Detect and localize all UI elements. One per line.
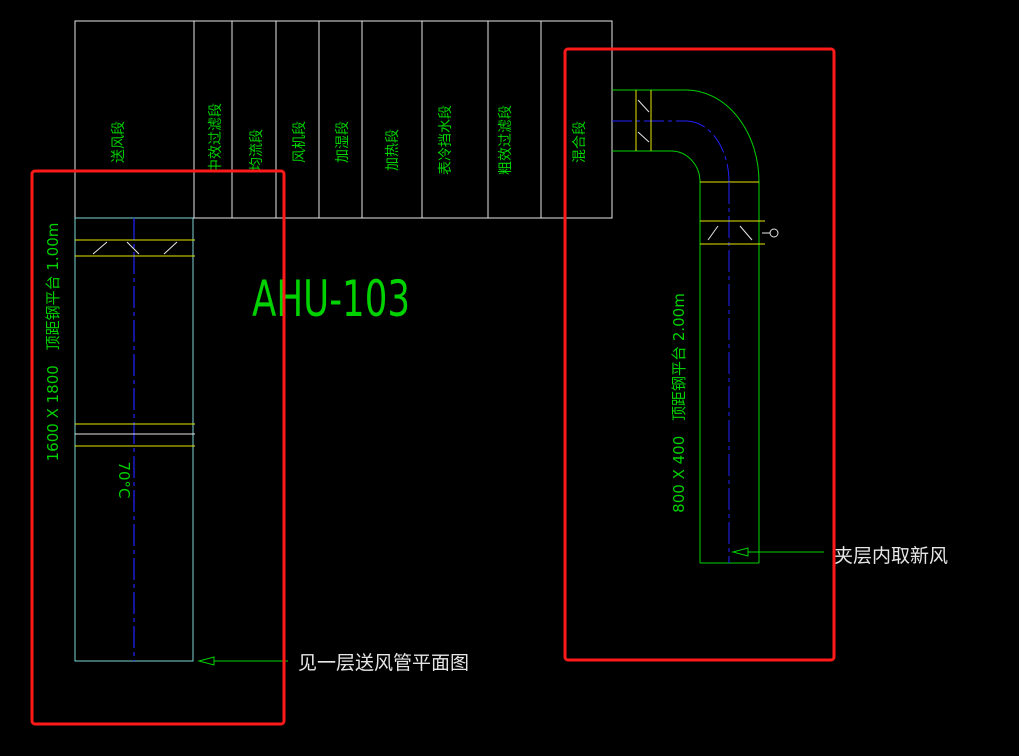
ahu-outline bbox=[74, 20, 613, 219]
ahu-section-label: 加热段 bbox=[385, 129, 401, 171]
left-duct-callout: 见一层送风管平面图 bbox=[298, 652, 469, 674]
left-flex-joint bbox=[75, 423, 195, 447]
left-supply-duct bbox=[74, 217, 288, 666]
left-duct-annotation: 1600 X 1800 顶距钢平台 1.00m bbox=[44, 223, 62, 462]
ahu-unit bbox=[74, 20, 613, 219]
right-duct-spec: 顶距钢平台 2.00m bbox=[670, 293, 688, 421]
left-fire-damper bbox=[75, 239, 195, 257]
ahu-section-label: 送风段 bbox=[111, 121, 127, 163]
left-duct-temperature: 70°C bbox=[115, 461, 133, 498]
ahu-section-label: 风机段 bbox=[292, 121, 308, 163]
left-airflow-arrow bbox=[197, 656, 215, 666]
left-duct-spec: 顶距钢平台 1.00m bbox=[44, 223, 62, 351]
ahu-section-label: 均流段 bbox=[249, 129, 265, 171]
left-highlight-box bbox=[30, 169, 286, 726]
right-elbow-centerline bbox=[685, 120, 730, 183]
right-duct-annotation: 800 X 400 顶距钢平台 2.00m bbox=[670, 293, 688, 513]
ahu-section-label: 粗效过滤段 bbox=[498, 105, 514, 175]
ahu-section-label: 加湿段 bbox=[335, 121, 351, 163]
damper-handle-icon bbox=[769, 228, 779, 238]
right-duct-size: 800 X 400 bbox=[670, 436, 688, 513]
right-stub-damper bbox=[635, 90, 652, 151]
right-airflow-arrow bbox=[731, 547, 749, 557]
ahu-section-label: 中效过滤段 bbox=[208, 103, 224, 173]
ahu-tag-label: AHU-103 bbox=[252, 270, 410, 328]
right-fresh-air-duct bbox=[612, 89, 824, 564]
right-elbow-outer bbox=[685, 89, 760, 183]
right-elbow-inner bbox=[670, 150, 701, 183]
right-duct-callout: 夹层内取新风 bbox=[834, 545, 948, 567]
right-volume-damper bbox=[700, 220, 779, 245]
left-duct-size: 1600 X 1800 bbox=[44, 365, 62, 461]
right-highlight-box bbox=[563, 47, 836, 662]
ahu-section-label: 表冷挡水段 bbox=[438, 105, 454, 175]
ahu-section-label: 混合段 bbox=[572, 121, 588, 163]
